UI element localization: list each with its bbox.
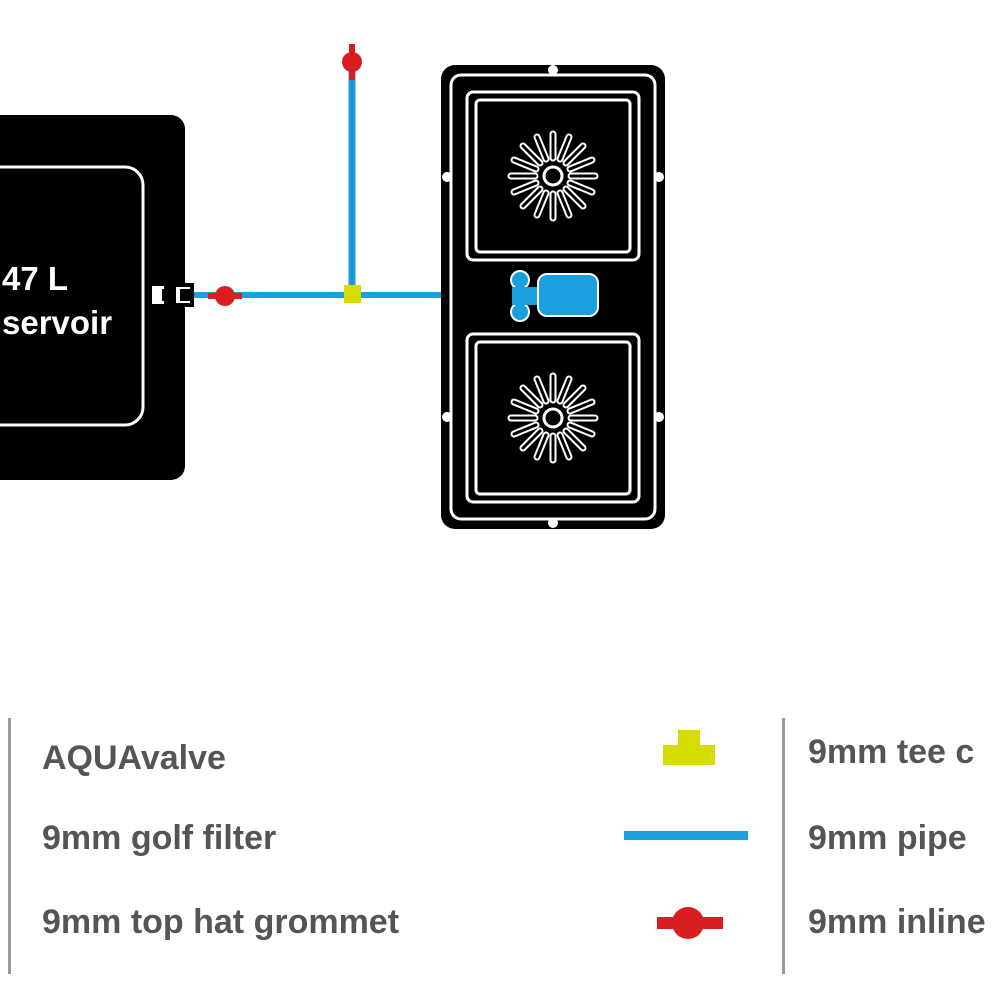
tee-connector — [344, 285, 361, 303]
reservoir — [0, 115, 185, 480]
reservoir-label: servoir — [2, 304, 113, 341]
legend-divider-left — [8, 718, 11, 974]
inline-tap-vertical — [342, 44, 362, 80]
aquavalve — [510, 270, 599, 322]
legend-label-tee-connector: 9mm tee c — [808, 733, 975, 771]
inline-tap-icon — [657, 907, 723, 939]
legend-label-top-hat-grommet: 9mm top hat grommet — [42, 903, 400, 941]
top-hat-grommet — [150, 283, 194, 307]
legend-label-pipe: 9mm pipe — [808, 819, 967, 857]
pot-bottom — [465, 332, 641, 504]
pot-top — [465, 90, 641, 262]
legend-label-inline-tap: 9mm inline — [808, 903, 986, 941]
reservoir-capacity: 47 L — [2, 260, 69, 297]
inline-tap-horizontal — [208, 286, 242, 306]
tee-connector-icon — [663, 730, 715, 765]
pipe-icon — [624, 831, 748, 840]
legend-label-golf-filter: 9mm golf filter — [42, 819, 277, 857]
legend-divider-right — [782, 718, 785, 974]
pot-system — [441, 65, 665, 529]
legend-label-aquavalve: AQUAvalve — [42, 739, 226, 777]
